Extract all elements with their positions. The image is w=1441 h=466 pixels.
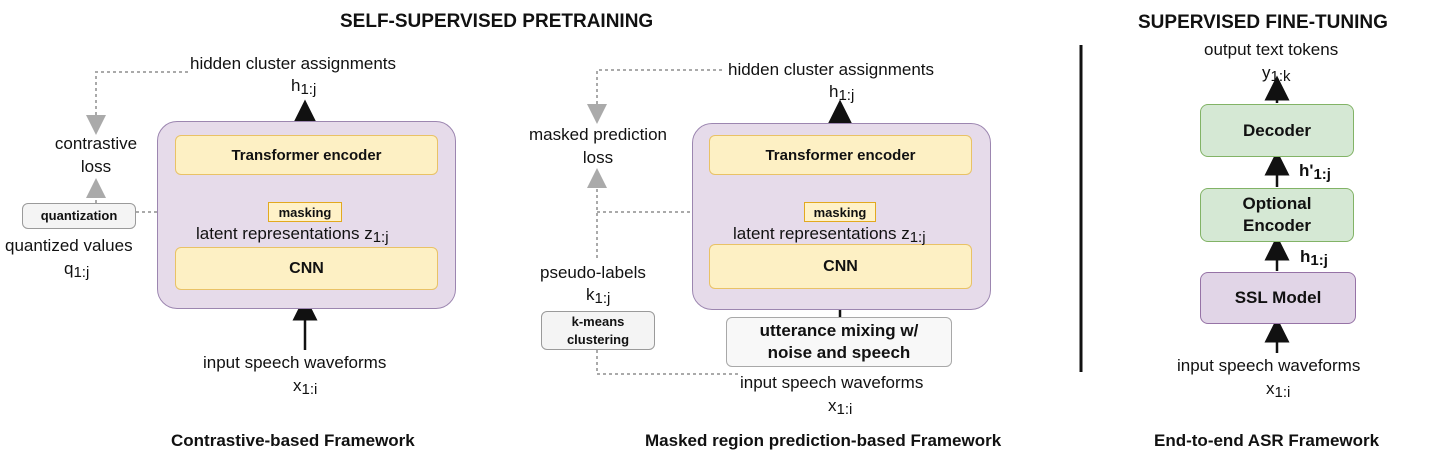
- asr-caption: End-to-end ASR Framework: [1154, 431, 1380, 450]
- input-speech-label: input speech waveforms: [203, 353, 387, 372]
- contrastive-loss-label: contrastive loss: [54, 134, 138, 176]
- asr-input-symbol: x1:i: [1266, 379, 1291, 401]
- decoder-box: Decoder: [1200, 104, 1354, 157]
- masked-caption: Masked region prediction-based Framework: [645, 431, 1002, 450]
- masking-tag-2: masking: [804, 202, 876, 222]
- hidden-cluster-symbol-2: h1:j: [829, 82, 855, 104]
- output-tokens-symbol: y1:k: [1262, 63, 1291, 85]
- masking-tag: masking: [268, 202, 342, 222]
- pseudo-labels-label: pseudo-labels: [540, 263, 646, 282]
- transformer-encoder-box: Transformer encoder: [175, 135, 438, 175]
- quantized-symbol: q1:j: [64, 259, 90, 281]
- cnn-box: CNN: [175, 247, 438, 290]
- hidden-cluster-label-2: hidden cluster assignments: [728, 60, 935, 79]
- hidden-to-loss-dotted-2: [587, 69, 722, 124]
- input-speech-label-2: input speech waveforms: [740, 373, 924, 392]
- latent-representations-label: latent representations z1:j: [196, 224, 389, 246]
- pseudo-labels-symbol: k1:j: [586, 285, 611, 307]
- latent-representations-label-2: latent representations z1:j: [733, 224, 926, 246]
- quantized-values-label: quantized values: [5, 236, 133, 255]
- contrastive-caption: Contrastive-based Framework: [171, 431, 415, 450]
- optional-encoder-box: Optional Encoder: [1200, 188, 1354, 242]
- output-text-tokens-label: output text tokens: [1204, 40, 1339, 59]
- input-speech-symbol-2: x1:i: [828, 396, 853, 418]
- cnn-box-2: CNN: [709, 244, 972, 289]
- asr-input-speech-label: input speech waveforms: [1177, 356, 1361, 375]
- utterance-mixing-box: utterance mixing w/ noise and speech: [726, 317, 952, 367]
- input-speech-symbol: x1:i: [293, 376, 318, 398]
- hprime-symbol: h'1:j: [1299, 161, 1331, 183]
- hidden-to-loss-dotted: [86, 71, 188, 135]
- asr-h-symbol: h1:j: [1300, 247, 1328, 269]
- transformer-encoder-box-2: Transformer encoder: [709, 135, 972, 175]
- masked-prediction-loss-label: masked prediction loss: [529, 125, 667, 167]
- hidden-cluster-label: hidden cluster assignments: [190, 54, 397, 73]
- kmeans-clustering-box: k-means clustering: [541, 311, 655, 350]
- quantization-box: quantization: [22, 203, 136, 229]
- pretraining-heading: SELF-SUPERVISED PRETRAINING: [340, 11, 654, 32]
- ssl-model-box: SSL Model: [1200, 272, 1356, 324]
- finetuning-heading: SUPERVISED FINE-TUNING: [1138, 12, 1388, 33]
- input-to-kmeans-dotted: [596, 350, 738, 375]
- hidden-cluster-symbol: h1:j: [291, 76, 317, 98]
